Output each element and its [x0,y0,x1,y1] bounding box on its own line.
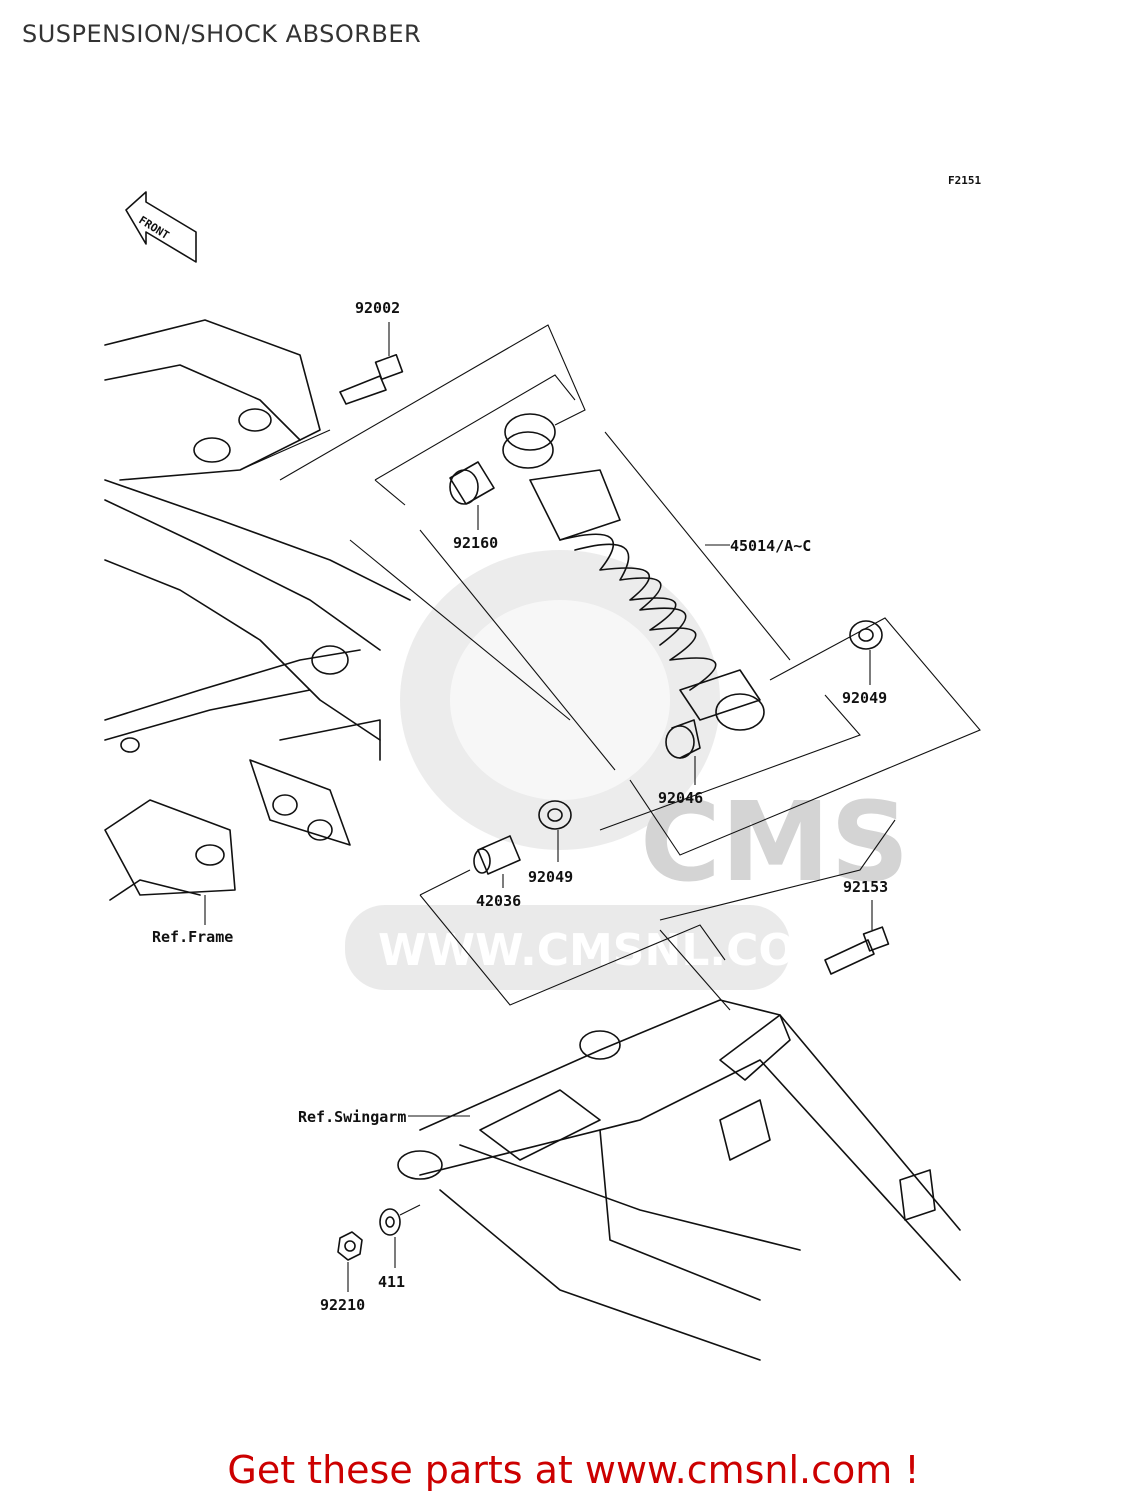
part-92153-bolt-icon [824,900,890,975]
frame-illustration [104,319,411,901]
part-label-45014: 45014/A~C [730,537,811,555]
part-92049-washer-lower-icon [538,800,572,862]
swingarm-illustration [397,999,961,1361]
part-92210-nut-icon [337,1231,363,1292]
part-label-411: 411 [378,1273,405,1291]
part-45014-shock-absorber-icon [502,413,765,731]
part-label-92160: 92160 [453,534,498,552]
part-92049-washer-icon [849,620,883,685]
part-label-92049-lower: 92049 [528,868,573,886]
footer-cta-link[interactable]: Get these parts at www.cmsnl.com ! [227,1448,920,1492]
part-42036-collar-icon [473,835,521,888]
part-label-92210: 92210 [320,1296,365,1314]
part-411-washer-icon [379,1204,421,1268]
part-92002-bolt-icon [339,322,404,405]
figure-code: F2151 [948,174,981,187]
ref-frame-label: Ref.Frame [152,928,233,946]
page-title: SUSPENSION/SHOCK ABSORBER [22,20,422,48]
part-92046-bushing-icon [665,719,701,785]
front-arrow-icon: FRONT [125,191,197,263]
watermark-url: WWW.CMSNL.COM [378,925,840,976]
part-label-92046: 92046 [658,789,703,807]
part-92160-bushing-icon [449,461,495,530]
part-label-92049-upper: 92049 [842,689,887,707]
part-label-42036: 42036 [476,892,521,910]
part-label-92002: 92002 [355,299,400,317]
assembly-bracket-lines [239,324,981,1011]
part-label-92153: 92153 [843,878,888,896]
exploded-parts-diagram: CMS WWW.CMSNL.COM F2151 FRONT [104,174,981,1361]
ref-swingarm-label: Ref.Swingarm [298,1108,406,1126]
cmsnl-watermark: CMS WWW.CMSNL.COM [345,550,909,990]
